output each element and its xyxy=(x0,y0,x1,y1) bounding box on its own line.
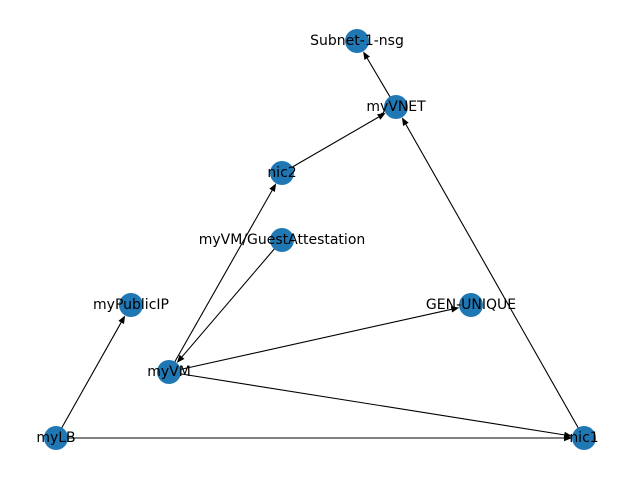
node-circle-subnet-1-nsg xyxy=(345,29,369,53)
node-gen-unique: GEN-UNIQUE xyxy=(426,293,516,317)
node-circle-myvm-guestattestation xyxy=(270,228,294,252)
node-circle-nic1 xyxy=(572,426,596,450)
node-nic1: nic1 xyxy=(569,426,599,450)
node-nic2: nic2 xyxy=(267,161,297,185)
edge-myvm-to-gen-unique xyxy=(168,308,452,373)
edge-myvm-to-nic1 xyxy=(168,371,565,436)
node-circle-nic2 xyxy=(270,161,294,185)
arrowhead-myvnet-to-subnet-1-nsg xyxy=(363,51,370,60)
arrowhead-myvm-to-nic2 xyxy=(269,183,277,192)
edges-layer xyxy=(55,51,585,442)
node-circle-myvm xyxy=(157,360,181,384)
edge-myvm-guestattestation-to-myvm xyxy=(181,239,283,358)
node-myvm-guestattestation: myVM/GuestAttestation xyxy=(199,228,366,252)
arrowhead-myvm-guestattestation-to-myvm xyxy=(176,354,185,363)
arrowhead-nic2-to-myvnet xyxy=(377,113,386,120)
node-label-nic1: nic1 xyxy=(569,430,598,446)
arrowhead-mylb-to-nic1 xyxy=(564,434,572,442)
edge-nic2-to-myvnet xyxy=(281,116,379,174)
edge-mylb-to-mypublicip xyxy=(55,322,122,439)
node-label-myvm-guestattestation: myVM/GuestAttestation xyxy=(199,232,366,248)
node-myvnet: myVNET xyxy=(366,95,426,119)
arrowhead-mylb-to-mypublicip xyxy=(118,315,126,324)
arrowhead-nic1-to-myvnet xyxy=(401,117,409,126)
node-circle-myvnet xyxy=(384,95,408,119)
node-circle-mylb xyxy=(44,426,68,450)
node-subnet-1-nsg: Subnet-1-nsg xyxy=(310,29,404,53)
node-label-myvm: myVM xyxy=(147,364,191,380)
node-label-gen-unique: GEN-UNIQUE xyxy=(426,297,516,313)
edge-nic1-to-myvnet xyxy=(405,124,585,439)
arrowhead-myvm-to-gen-unique xyxy=(450,306,460,313)
node-label-mylb: myLB xyxy=(36,430,75,446)
node-label-nic2: nic2 xyxy=(267,165,296,181)
nodes-layer: Subnet-1-nsg myVNET nic2 myVM/GuestAttestat… xyxy=(36,29,599,450)
node-label-myvnet: myVNET xyxy=(366,99,426,115)
node-mypublicip: myPublicIP xyxy=(93,293,169,317)
node-myvm: myVM xyxy=(147,360,191,384)
node-circle-gen-unique xyxy=(459,293,483,317)
node-label-mypublicip: myPublicIP xyxy=(93,297,169,313)
node-label-subnet-1-nsg: Subnet-1-nsg xyxy=(310,33,404,49)
node-mylb: myLB xyxy=(36,426,76,450)
edge-myvm-to-nic2 xyxy=(168,190,273,373)
node-circle-mypublicip xyxy=(119,293,143,317)
